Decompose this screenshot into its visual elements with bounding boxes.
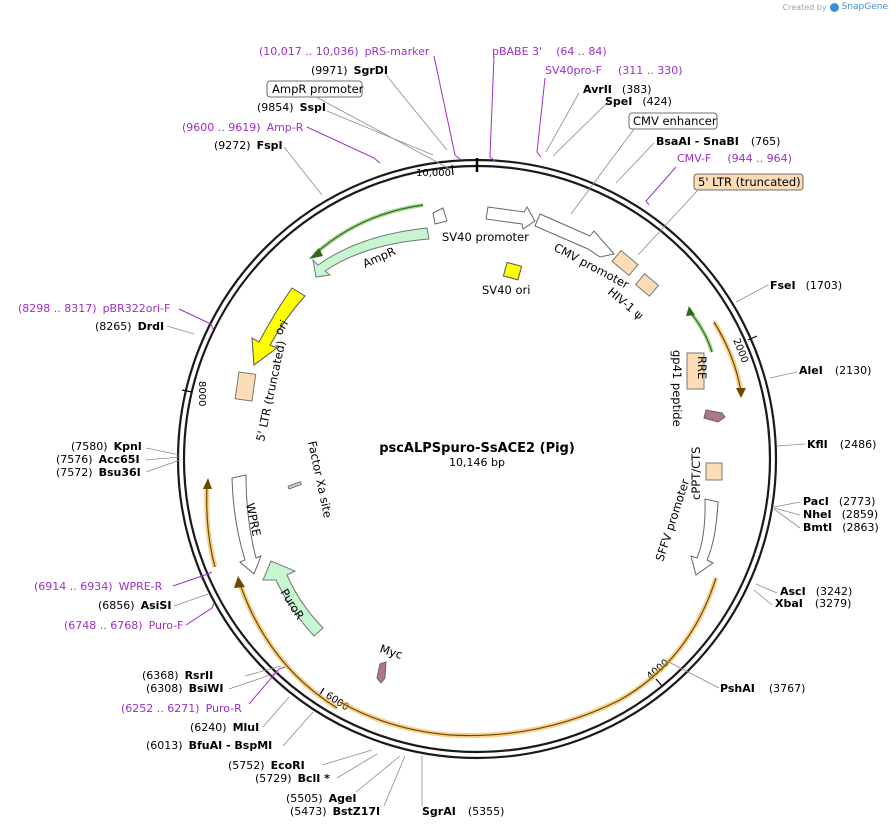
rre-green-arc-head xyxy=(686,306,695,316)
plasmid-length: 10,146 bp xyxy=(449,456,505,469)
site-asisi[interactable]: (6856)AsiSI xyxy=(98,599,171,612)
ampr-outer-arc-head xyxy=(309,248,323,259)
wpre-label: WPRE xyxy=(243,502,264,538)
site-xbai[interactable]: XbaI(3279) xyxy=(775,597,851,610)
site-alei[interactable]: AleI(2130) xyxy=(799,364,871,377)
site-nhei[interactable]: NheI(2859) xyxy=(803,508,878,521)
site-rsrii[interactable]: (6368)RsrII xyxy=(142,669,213,682)
gp41-label: gp41 peptide xyxy=(670,350,684,427)
tick-label-10000: 10,000 xyxy=(416,168,451,179)
cppt-label: cPPT/CTS xyxy=(689,447,703,500)
site-bsaai-snabi[interactable]: BsaAI - SnaBI(765) xyxy=(656,135,780,148)
primer-cmv-f[interactable]: CMV-F(944 .. 964) xyxy=(677,152,792,165)
tick-marks: 10,000 2000 4000 6000 8000 xyxy=(181,164,758,713)
ltr5-feature[interactable] xyxy=(234,371,257,402)
ampr-promoter-label[interactable]: AmpR promoter xyxy=(272,82,364,96)
ori-feature[interactable] xyxy=(251,287,306,366)
site-mlui[interactable]: (6240)MluI xyxy=(190,721,259,734)
site-fsei[interactable]: FseI(1703) xyxy=(770,279,842,292)
rre-green-arc-glow xyxy=(688,310,714,353)
sffv-label: SFFV promoter xyxy=(653,477,693,563)
cmv-promoter-feature[interactable] xyxy=(534,213,615,258)
site-kpni[interactable]: (7580)KpnI xyxy=(71,440,142,453)
site-spei[interactable]: SpeI(424) xyxy=(605,95,672,108)
cmv-enhancer-label[interactable]: CMV enhancer xyxy=(633,114,717,128)
primer-pbr322ori-f[interactable]: (8298 .. 8317)pBR322ori-F xyxy=(18,302,170,315)
ampr-feature[interactable] xyxy=(312,227,430,278)
site-drdi[interactable]: (8265)DrdI xyxy=(95,320,164,333)
site-fspi[interactable]: (9272)FspI xyxy=(214,139,283,152)
factor-xa-feature[interactable] xyxy=(287,481,302,490)
site-kfli[interactable]: KflI(2486) xyxy=(807,438,876,451)
myc-label: Myc xyxy=(378,642,404,662)
sffv-promoter-feature[interactable] xyxy=(690,498,719,576)
rre-label: RRE xyxy=(695,356,709,379)
sv40-ori-label: SV40 ori xyxy=(482,283,530,297)
created-by-text: Created by xyxy=(782,2,827,12)
site-bsu36i[interactable]: (7572)Bsu36I xyxy=(56,466,141,479)
site-paci[interactable]: PacI(2773) xyxy=(803,495,875,508)
ori-label: ori xyxy=(271,318,291,338)
snapgene-brand-text: SnapGene xyxy=(841,2,888,12)
orange-arc-2000 xyxy=(713,321,742,393)
ltr-box-1[interactable] xyxy=(611,249,639,277)
site-pshai[interactable]: PshAI(3767) xyxy=(720,682,805,695)
primer-leaders xyxy=(172,55,677,705)
primer-sv40pro-f[interactable]: SV40pro-F(311 .. 330) xyxy=(545,64,683,77)
site-asci[interactable]: AscI(3242) xyxy=(780,585,852,598)
sv40-promoter-label: SV40 promoter xyxy=(442,230,529,244)
wpre-orange-arc xyxy=(206,483,216,568)
tick-label-8000: 8000 xyxy=(196,381,207,406)
snapgene-watermark: Created by SnapGene xyxy=(783,2,888,12)
site-labels: (9971)SgrDI (9854)SspI (9272)FspI AvrII(… xyxy=(56,64,879,818)
rre-feature[interactable] xyxy=(686,352,705,390)
orange-arc-2000-head xyxy=(736,388,746,398)
snapgene-logo-icon xyxy=(829,2,839,12)
ampr-outer-arc xyxy=(314,204,424,255)
puro-orange-arc-head xyxy=(234,576,245,588)
site-bsiwi[interactable]: (6308)BsiWI xyxy=(146,682,224,695)
hiv1-psi-label: HIV-1 ψ xyxy=(605,285,646,323)
site-leaders xyxy=(145,74,806,807)
site-sspi[interactable]: (9854)SspI xyxy=(257,101,326,114)
primer-pbabe3[interactable]: pBABE 3'(64 .. 84) xyxy=(492,45,607,58)
site-agei[interactable]: (5505)AgeI xyxy=(286,792,357,805)
ltr-box-2[interactable] xyxy=(634,273,660,297)
myc-feature[interactable] xyxy=(376,661,387,684)
ltr5-truncated-box-label[interactable]: 5' LTR (truncated) xyxy=(698,175,801,189)
wpre-feature[interactable] xyxy=(231,474,262,575)
sv40-ori-feature[interactable] xyxy=(502,261,523,281)
primer-puro-f[interactable]: (6748 .. 6768)Puro-F xyxy=(64,619,184,632)
site-bcli[interactable]: (5729)BclI * xyxy=(255,772,330,785)
site-sgrdi[interactable]: (9971)SgrDI xyxy=(311,64,388,77)
primer-prs-marker[interactable]: (10,017 .. 10,036)pRS-marker xyxy=(259,45,430,58)
small-promoter-feature[interactable] xyxy=(432,207,448,225)
ampr-promoter-box xyxy=(266,80,363,98)
wpre-orange-arc-head xyxy=(203,478,212,489)
cppt-feature[interactable] xyxy=(705,462,723,481)
primer-wpre-r[interactable]: (6914 .. 6934)WPRE-R xyxy=(34,580,163,593)
puror-feature[interactable] xyxy=(262,560,324,637)
ace2-orange-arc xyxy=(339,577,717,737)
cmv-enhancer-box xyxy=(628,112,718,130)
site-acc65i[interactable]: (7576)Acc65I xyxy=(56,453,140,466)
boxed-labels: AmpR promoter CMV enhancer 5' LTR (trunc… xyxy=(266,80,804,256)
gp41-feature[interactable] xyxy=(703,409,726,423)
primer-amp-r[interactable]: (9600 .. 9619)Amp-R xyxy=(182,121,304,134)
site-avrii[interactable]: AvrII(383) xyxy=(583,83,652,96)
site-sgrai[interactable]: SgrAI(5355) xyxy=(422,805,504,818)
sv40-promoter-feature[interactable] xyxy=(485,206,536,230)
site-bmti[interactable]: BmtI(2863) xyxy=(803,521,879,534)
primer-puro-r[interactable]: (6252 .. 6271)Puro-R xyxy=(121,702,242,715)
plasmid-name: pscALPSpuro-SsACE2 (Pig) xyxy=(379,441,575,456)
ltr5-truncated-box xyxy=(693,173,804,191)
primer-labels: (10,017 .. 10,036)pRS-marker (9600 .. 96… xyxy=(18,45,792,715)
site-bstz17i[interactable]: (5473)BstZ17I xyxy=(290,805,380,818)
puro-orange-arc xyxy=(239,583,338,709)
factor-xa-label: Factor Xa site xyxy=(305,440,335,519)
site-ecori[interactable]: (5752)EcoRI xyxy=(228,759,305,772)
site-bfuai-bspmi[interactable]: (6013)BfuAI - BspMI xyxy=(146,739,272,752)
